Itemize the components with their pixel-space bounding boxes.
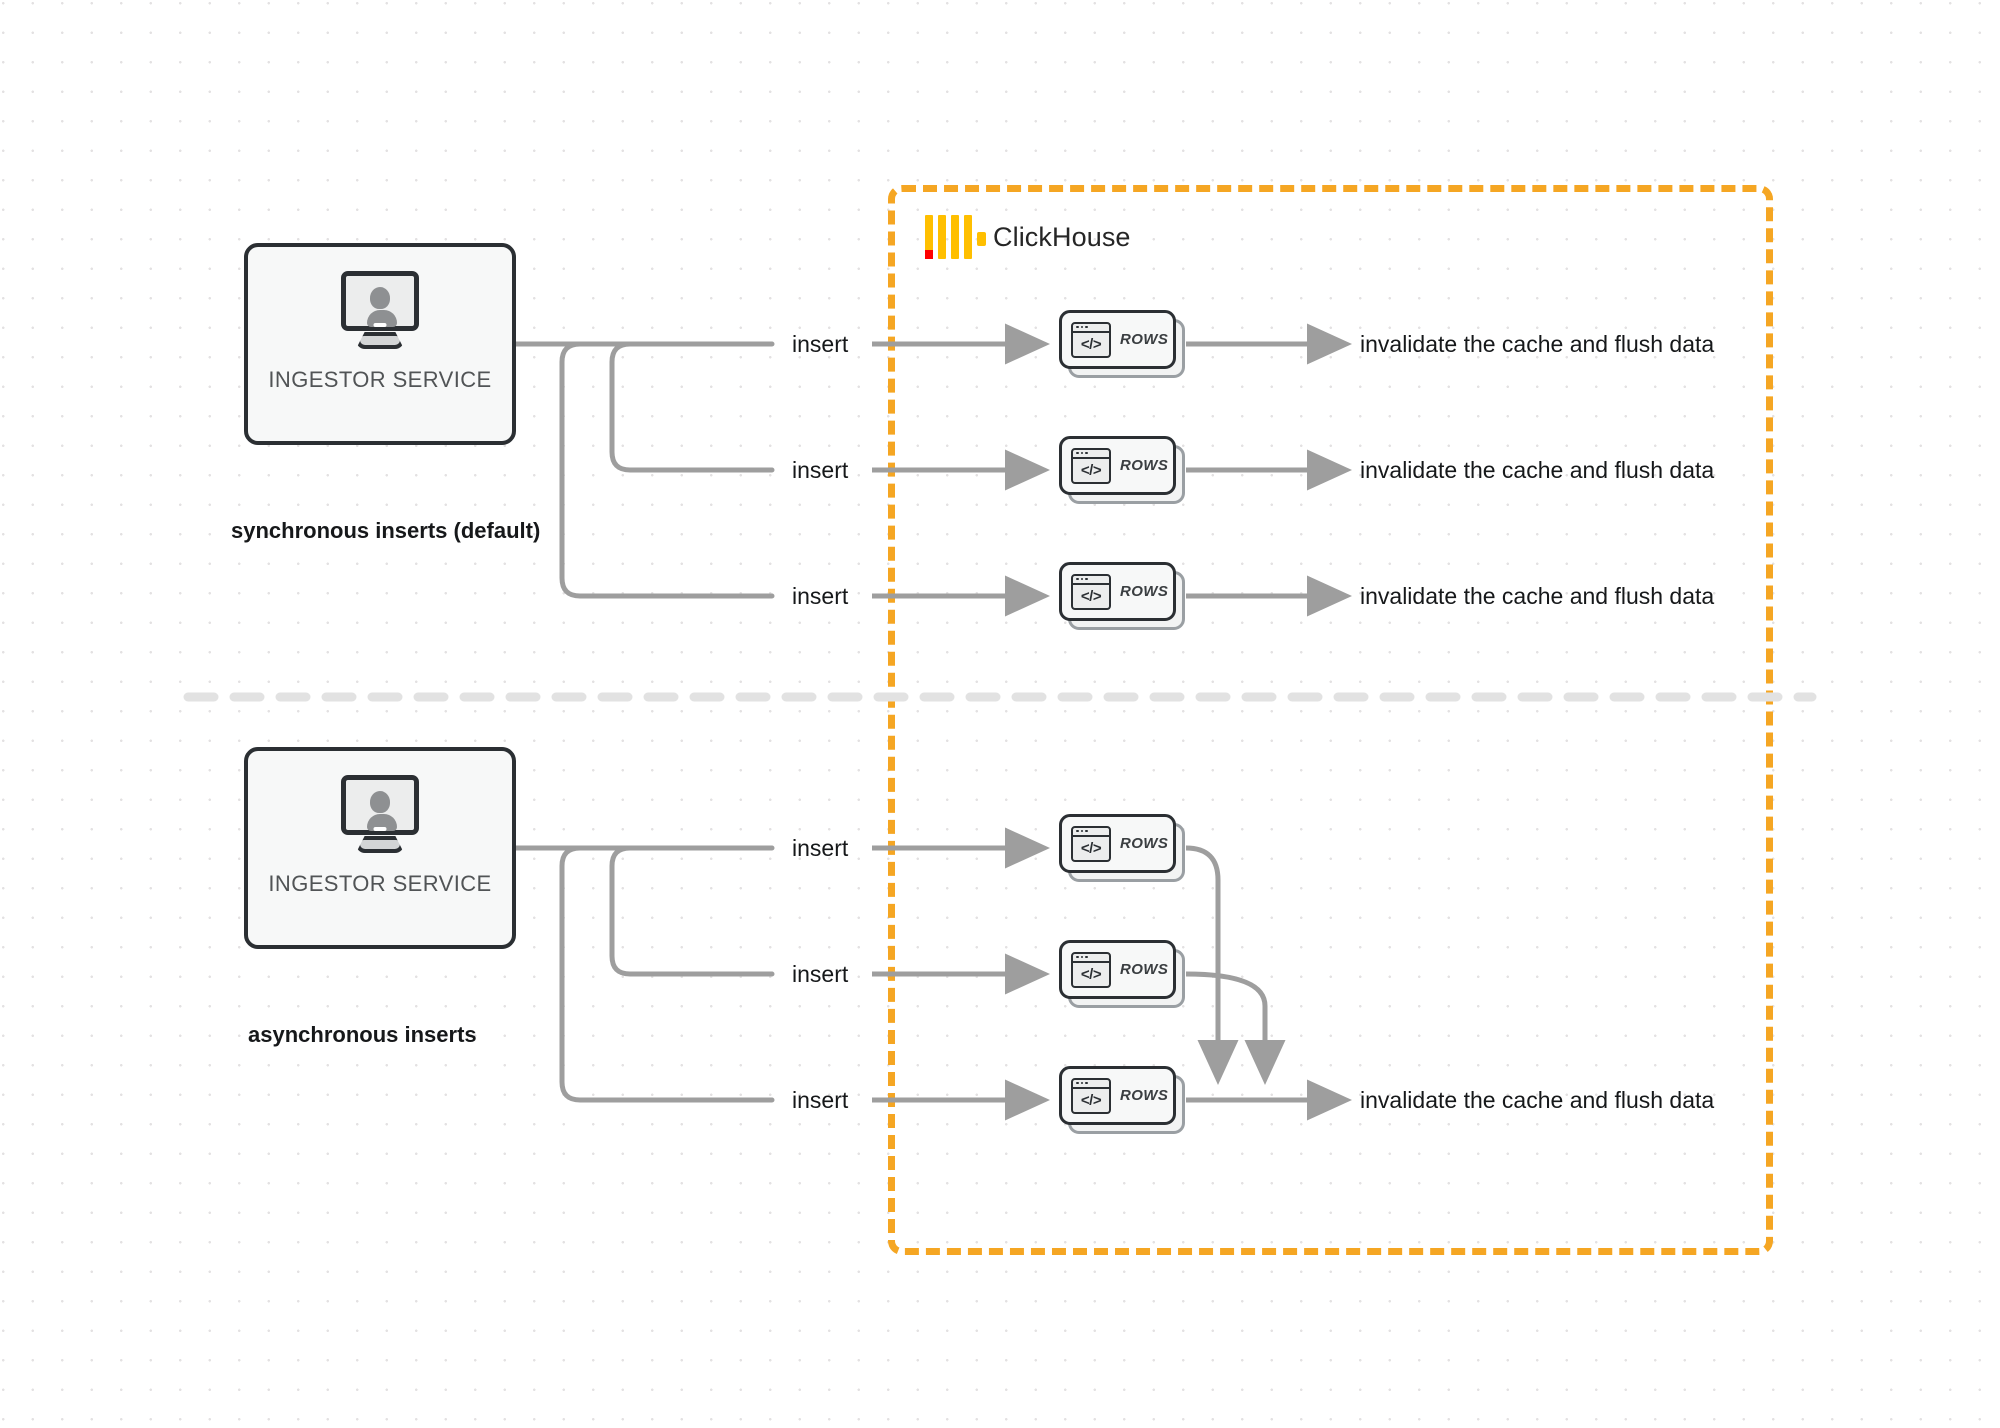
rows-label: ROWS <box>1120 331 1169 348</box>
code-window-icon: </> <box>1071 825 1111 862</box>
ingestor-service-label: INGESTOR SERVICE <box>268 367 492 392</box>
clickhouse-logo-square <box>977 232 986 246</box>
code-window-icon: </> <box>1071 573 1111 610</box>
rows-card-sync-1[interactable]: </> ROWS <box>1059 310 1185 378</box>
ingestor-service-label: INGESTOR SERVICE <box>268 871 492 896</box>
code-window-icon: </> <box>1071 321 1111 358</box>
ingestor-service-node-asynchronous[interactable]: INGESTOR SERVICE <box>244 747 516 949</box>
outcome-label-async-merged: invalidate the cache and flush data <box>1360 1087 1715 1113</box>
rows-card-sync-3[interactable]: </> ROWS <box>1059 562 1185 630</box>
code-window-icon: </> <box>1071 447 1111 484</box>
rows-label: ROWS <box>1120 583 1169 600</box>
edge-label-insert-async-3: insert <box>792 1087 849 1113</box>
clickhouse-brand: ClickHouse <box>925 215 1131 259</box>
code-glyph: </> <box>1080 1092 1102 1109</box>
edge-label-insert-sync-3: insert <box>792 583 849 609</box>
rows-card-async-2[interactable]: </> ROWS <box>1059 940 1185 1008</box>
code-glyph: </> <box>1080 588 1102 605</box>
rows-card-async-1[interactable]: </> ROWS <box>1059 814 1185 882</box>
monitor-user-icon <box>337 775 423 853</box>
code-glyph: </> <box>1080 336 1102 353</box>
ingestor-service-node-synchronous[interactable]: INGESTOR SERVICE <box>244 243 516 445</box>
outcome-label-sync-1: invalidate the cache and flush data <box>1360 331 1715 357</box>
rows-label: ROWS <box>1120 457 1169 474</box>
rows-label: ROWS <box>1120 835 1169 852</box>
clickhouse-logo-red-accent <box>925 250 933 259</box>
monitor-user-icon <box>337 271 423 349</box>
clickhouse-boundary <box>888 185 1773 1255</box>
section-caption-synchronous: synchronous inserts (default) <box>231 518 541 543</box>
outcome-label-sync-2: invalidate the cache and flush data <box>1360 457 1715 483</box>
rows-label: ROWS <box>1120 961 1169 978</box>
rows-card-async-3[interactable]: </> ROWS <box>1059 1066 1185 1134</box>
code-window-icon: </> <box>1071 1077 1111 1114</box>
edge-label-insert-sync-1: insert <box>792 331 849 357</box>
rows-label: ROWS <box>1120 1087 1169 1104</box>
clickhouse-logo-icon <box>925 215 986 259</box>
clickhouse-label: ClickHouse <box>993 221 1131 252</box>
code-glyph: </> <box>1080 966 1102 983</box>
code-glyph: </> <box>1080 840 1102 857</box>
code-glyph: </> <box>1080 462 1102 479</box>
edge-label-insert-sync-2: insert <box>792 457 849 483</box>
edge-label-insert-async-2: insert <box>792 961 849 987</box>
rows-card-sync-2[interactable]: </> ROWS <box>1059 436 1185 504</box>
code-window-icon: </> <box>1071 951 1111 988</box>
section-caption-asynchronous: asynchronous inserts <box>248 1022 477 1047</box>
edge-label-insert-async-1: insert <box>792 835 849 861</box>
outcome-label-sync-3: invalidate the cache and flush data <box>1360 583 1715 609</box>
